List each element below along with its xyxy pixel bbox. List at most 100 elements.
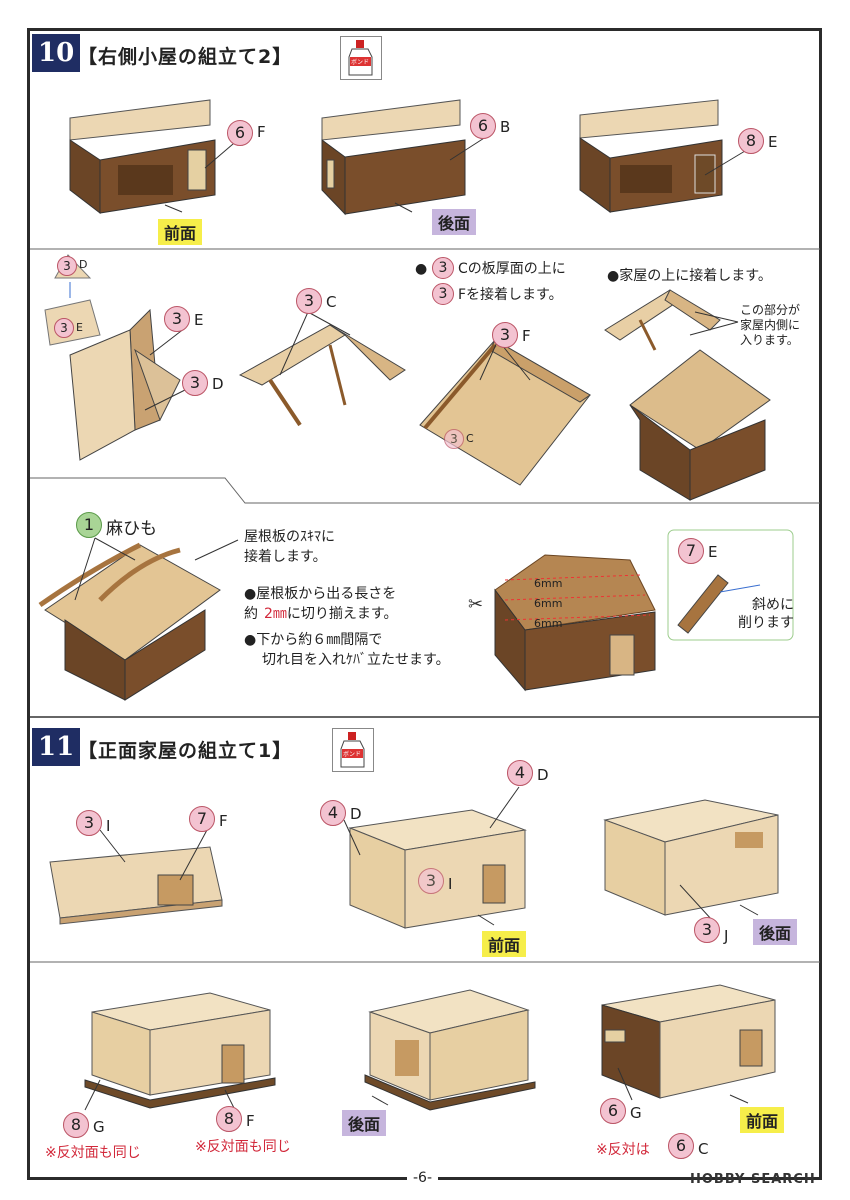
- part-letter: B: [500, 118, 511, 136]
- part-number-circle: 6: [668, 1133, 694, 1159]
- rear-view-badge: 後面: [432, 209, 477, 235]
- note-suffix: に切り揃えます。: [286, 606, 398, 622]
- house-with-roof: [629, 349, 771, 501]
- part-number-circle: 1: [76, 512, 102, 538]
- glue-bottle-icon: [348, 40, 373, 76]
- measure-label: 6mm: [534, 577, 563, 590]
- roof-with-string: [38, 542, 221, 701]
- note-line: ●下から約６㎜間隔で: [244, 632, 383, 648]
- part-letter: F: [246, 1112, 255, 1130]
- part-letter: E: [708, 543, 718, 561]
- part-number-circle: 3: [182, 370, 208, 396]
- measure-label: 6mm: [534, 617, 563, 630]
- part-number-circle: 8: [216, 1106, 242, 1132]
- glue-bottle-icon: ボンド: [332, 728, 374, 772]
- front-view-badge: 前面: [158, 219, 203, 245]
- part-letter: I: [106, 817, 111, 835]
- reverse-side-note: ※反対面も同じ: [45, 1145, 141, 1161]
- step-number: 10: [32, 34, 81, 72]
- part-letter: D: [350, 805, 362, 823]
- measure-labels: 6mm 6mm 6mm: [534, 574, 562, 634]
- board-i: [49, 846, 223, 925]
- hut-box-front: [69, 99, 216, 215]
- measure-label: 6mm: [534, 597, 563, 610]
- front-view-badge: 前面: [482, 931, 527, 957]
- part-letter: F: [219, 812, 228, 830]
- step-title: 【右側小屋の組立て2】: [78, 46, 293, 68]
- part-letter: F: [522, 327, 531, 345]
- part-letter: J: [724, 927, 729, 945]
- box-on-base-1: [84, 992, 276, 1109]
- part-number-circle: 3: [444, 429, 464, 449]
- glue-bottle-icon: ボンド: [340, 36, 382, 80]
- part-letter: C: [466, 432, 474, 445]
- part-number-circle: 3: [432, 283, 454, 305]
- length-value: 2㎜: [264, 606, 287, 622]
- part-letter: E: [76, 321, 83, 334]
- part-letter: C: [326, 293, 337, 311]
- watermark: HOBBY SEARCH: [690, 1172, 816, 1187]
- part-number-circle: 3: [76, 810, 102, 836]
- part-letter: I: [448, 875, 453, 893]
- step-title: 【正面家屋の組立て1】: [78, 740, 293, 762]
- roof-attach: [604, 289, 721, 351]
- part-number-circle: 7: [678, 538, 704, 564]
- instruction-bullet: ●: [415, 261, 428, 277]
- side-note-line: この部分が: [740, 303, 801, 317]
- note-line: ●屋根板から出る長さを: [244, 586, 397, 602]
- box-front-11: [348, 809, 527, 929]
- page-number: -6-: [407, 1170, 439, 1186]
- note-line: 切れ目を入れｹﾊﾞ立たせます。: [262, 652, 450, 668]
- glue-label: ボンド: [351, 59, 370, 66]
- front-view-badge: 前面: [740, 1107, 785, 1133]
- instruction-text: Cの板厚面の上に: [458, 261, 566, 277]
- svg-text:✂: ✂: [468, 594, 483, 615]
- note-line: 約 2㎜に切り揃えます。: [244, 604, 398, 624]
- part-number-circle: 3: [296, 288, 322, 314]
- part-number-circle: 3: [164, 306, 190, 332]
- note-line: 接着します。: [244, 549, 327, 565]
- instruction-text: ●屋根板から出る長さを 約 2㎜に切り揃えます。: [244, 584, 398, 624]
- note-line: 斜めに: [752, 597, 794, 613]
- part-number-circle: 3: [54, 318, 74, 338]
- part-number-circle: 8: [63, 1112, 89, 1138]
- note-line: 屋根板のｽｷﾏに: [244, 529, 335, 545]
- part-letter: D: [79, 258, 88, 271]
- part-letter: E: [194, 311, 204, 329]
- instruction-text: ●家屋の上に接着します。: [607, 268, 772, 284]
- side-note-line: 家屋内側に: [740, 318, 801, 332]
- box-on-base-2: [364, 989, 536, 1111]
- part-letter: D: [212, 375, 224, 393]
- part-number-circle: 3: [492, 322, 518, 348]
- side-note-line: 入ります。: [740, 333, 799, 347]
- part-letter: G: [93, 1118, 105, 1136]
- part-letter: E: [768, 133, 778, 151]
- part-letter: G: [630, 1104, 642, 1122]
- hut-box-rear: [321, 99, 466, 216]
- part-letter: C: [698, 1140, 709, 1158]
- cross-frame: [69, 308, 181, 461]
- roof-assembled: [419, 339, 591, 486]
- part-letter: D: [537, 766, 549, 784]
- note-prefix: 約: [244, 606, 258, 622]
- instruction-text: Fを接着します。: [458, 287, 563, 303]
- glue-bottle-icon: [340, 732, 365, 768]
- thatched-house: ✂: [468, 554, 656, 692]
- reverse-side-note: ※反対面も同じ: [195, 1139, 291, 1155]
- part-number-circle: 3: [694, 917, 720, 943]
- rear-view-badge: 後面: [342, 1110, 387, 1136]
- inset-note: 斜めに 削ります: [738, 596, 794, 632]
- part-number-circle: 6: [470, 113, 496, 139]
- reverse-note: ※反対は: [596, 1142, 650, 1158]
- part-number-circle: 6: [227, 120, 253, 146]
- box-rear-11: [603, 799, 779, 916]
- part-number-circle: 4: [507, 760, 533, 786]
- part-name: 麻ひも: [106, 519, 157, 539]
- glue-label: ボンド: [343, 751, 362, 758]
- part-number-circle: 7: [189, 806, 215, 832]
- instruction-text: ●下から約６㎜間隔で 切れ目を入れｹﾊﾞ立たせます。: [244, 630, 450, 670]
- note-line: 削ります: [738, 615, 794, 631]
- side-note: この部分が 家屋内側に 入ります。: [740, 303, 800, 348]
